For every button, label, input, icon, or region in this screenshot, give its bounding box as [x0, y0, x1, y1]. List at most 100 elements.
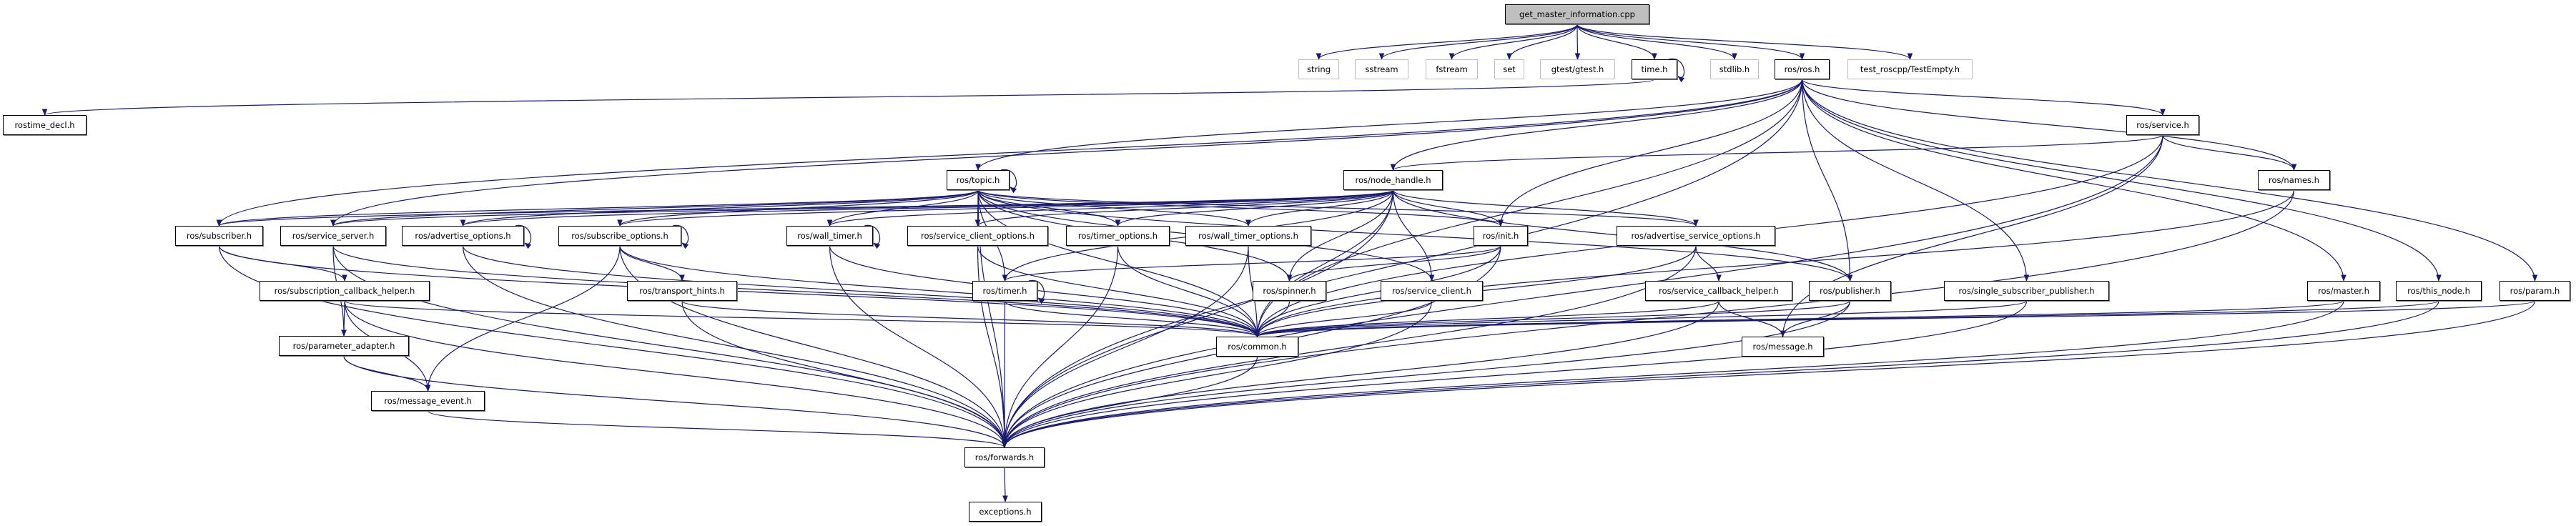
- node-ros-subscriber-h[interactable]: ros/subscriber.h: [175, 226, 263, 246]
- edge-ros-publisher-h-to-ros-forwards-h: [1002, 300, 1851, 448]
- node-stdlib-h[interactable]: stdlib.h: [1710, 59, 1759, 79]
- edge-ros-node-handle-h-to-ros-service-server-h: [330, 189, 1394, 227]
- edge-ros-node-handle-h-to-ros-common-h: [1254, 189, 1394, 337]
- node-test-roscpp-testempty-h[interactable]: test_roscpp/TestEmpty.h: [1847, 59, 1973, 79]
- node-ros-advertise-options-h[interactable]: ros/advertise_options.h: [402, 226, 524, 246]
- node-ros-service-h[interactable]: ros/service.h: [2126, 115, 2199, 135]
- edge-ros-node-handle-h-to-ros-spinner-h: [1286, 189, 1394, 282]
- edge-ros-service-client-h-to-ros-forwards-h: [1002, 300, 1433, 448]
- node-sstream[interactable]: sstream: [1355, 59, 1408, 79]
- edge-ros-init-h-to-ros-spinner-h: [1286, 245, 1501, 282]
- edge-ros-topic-h-to-ros-wall-timer-h: [826, 189, 979, 227]
- node-ros-message-event-h[interactable]: ros/message_event.h: [371, 391, 485, 411]
- edge-get-master-information-cpp-to-gtest-gtest-h: [1574, 24, 1581, 60]
- node-ros-subscription-callback-helper-h[interactable]: ros/subscription_callback_helper.h: [260, 281, 430, 301]
- node-ros-single-subscriber-publisher-h[interactable]: ros/single_subscriber_publisher.h: [1944, 281, 2109, 301]
- node-ros-service-server-h[interactable]: ros/service_server.h: [280, 226, 386, 246]
- edge-ros-wall-timer-h-to-ros-forwards-h: [829, 245, 1007, 448]
- node-ros-node-handle-h[interactable]: ros/node_handle.h: [1343, 170, 1443, 190]
- node-ros-forwards-h[interactable]: ros/forwards.h: [964, 447, 1045, 467]
- edge-ros-subscribe-options-h-to-ros-subscribe-options-h: [672, 224, 689, 249]
- edge-ros-advertise-options-h-to-ros-forwards-h: [462, 245, 1007, 448]
- edge-ros-service-client-options-h-to-ros-forwards-h: [977, 245, 1007, 448]
- node-ros-param-h[interactable]: ros/param.h: [2499, 281, 2570, 301]
- edge-ros-message-event-h-to-ros-forwards-h: [427, 410, 1007, 448]
- edge-ros-service-h-to-ros-forwards-h: [1002, 134, 2163, 448]
- node-ros-subscribe-options-h[interactable]: ros/subscribe_options.h: [558, 226, 681, 246]
- edge-ros-ros-h-to-ros-publisher-h: [1801, 79, 1853, 282]
- edge-time-h-to-time-h: [1668, 58, 1685, 83]
- edge-ros-topic-h-to-ros-advertise-options-h: [460, 189, 979, 227]
- edge-get-master-information-cpp-to-sstream: [1378, 24, 1578, 60]
- node-ros-transport-hints-h[interactable]: ros/transport_hints.h: [627, 281, 737, 301]
- node-ros-common-h[interactable]: ros/common.h: [1216, 337, 1298, 357]
- edge-get-master-information-cpp-to-stdlib-h: [1576, 24, 1737, 60]
- node-ros-parameter-adapter-h[interactable]: ros/parameter_adapter.h: [279, 336, 409, 356]
- edge-ros-service-client-h-to-ros-common-h: [1254, 300, 1433, 337]
- node-ros-wall-timer-options-h[interactable]: ros/wall_timer_options.h: [1185, 226, 1311, 246]
- edge-ros-service-h-to-ros-names-h: [2162, 134, 2297, 171]
- edge-ros-service-h-to-ros-message-h: [1780, 134, 2163, 337]
- edge-time-h-to-rostime-decl-h: [42, 79, 1655, 116]
- edge-ros-topic-h-to-ros-common-h: [977, 189, 1260, 337]
- edge-ros-node-handle-h-to-ros-advertise-service-options-h: [1392, 189, 1699, 227]
- node-ros-service-client-options-h[interactable]: ros/service_client_options.h: [907, 226, 1048, 246]
- edge-ros-parameter-adapter-h-to-ros-message-event-h: [343, 355, 431, 392]
- node-ros-spinner-h[interactable]: ros/spinner.h: [1253, 281, 1326, 301]
- node-ros-service-callback-helper-h[interactable]: ros/service_callback_helper.h: [1645, 281, 1792, 301]
- node-ros-advertise-service-options-h[interactable]: ros/advertise_service_options.h: [1617, 226, 1775, 246]
- node-ros-topic-h[interactable]: ros/topic.h: [947, 170, 1010, 190]
- edge-ros-ros-h-to-ros-node-handle-h: [1390, 79, 1803, 171]
- node-ros-this-node-h[interactable]: ros/this_node.h: [2396, 281, 2482, 301]
- edge-ros-topic-h-to-ros-topic-h: [1000, 169, 1017, 194]
- edge-ros-timer-options-h-to-ros-common-h: [1117, 245, 1260, 337]
- edge-ros-advertise-options-h-to-ros-common-h: [462, 245, 1260, 337]
- node-ros-publisher-h[interactable]: ros/publisher.h: [1809, 281, 1891, 301]
- node-fstream[interactable]: fstream: [1426, 59, 1478, 79]
- node-string[interactable]: string: [1298, 59, 1339, 79]
- edge-ros-subscribe-options-h-to-ros-transport-hints-h: [619, 245, 685, 282]
- edge-ros-ros-h-to-ros-service-h: [1801, 79, 2166, 116]
- node-ros-timer-options-h[interactable]: ros/timer_options.h: [1066, 226, 1170, 246]
- edge-get-master-information-cpp-to-fstream: [1449, 24, 1578, 60]
- edge-ros-this-node-h-to-ros-forwards-h: [1002, 300, 2439, 448]
- node-exceptions-h[interactable]: exceptions.h: [969, 502, 1042, 522]
- edge-ros-subscription-callback-helper-h-to-ros-forwards-h: [344, 300, 1007, 448]
- edge-ros-node-handle-h-to-ros-timer-options-h: [1115, 189, 1394, 227]
- node-ros-wall-timer-h[interactable]: ros/wall_timer.h: [786, 226, 873, 246]
- node-set[interactable]: set: [1494, 59, 1524, 79]
- edge-ros-ros-h-to-ros-topic-h: [975, 79, 1803, 171]
- node-ros-timer-h[interactable]: ros/timer.h: [972, 281, 1037, 301]
- edge-ros-parameter-adapter-h-to-ros-forwards-h: [343, 355, 1007, 448]
- edge-ros-topic-h-to-ros-subscriber-h: [217, 189, 979, 227]
- edge-ros-ros-h-to-ros-single-subscriber-publisher-h: [1801, 79, 2030, 282]
- edge-ros-service-callback-helper-h-to-ros-common-h: [1254, 300, 1719, 337]
- node-ros-master-h[interactable]: ros/master.h: [2307, 281, 2380, 301]
- node-ros-message-h[interactable]: ros/message.h: [1742, 337, 1824, 357]
- node-ros-names-h[interactable]: ros/names.h: [2258, 170, 2330, 190]
- node-get-master-information-cpp[interactable]: get_master_information.cpp: [1505, 4, 1649, 24]
- edge-ros-names-h-to-ros-common-h: [1254, 189, 2295, 337]
- node-ros-init-h[interactable]: ros/init.h: [1474, 226, 1528, 246]
- edge-ros-ros-h-to-ros-names-h: [1801, 79, 2297, 171]
- edge-ros-topic-h-to-ros-init-h: [977, 189, 1504, 227]
- edge-ros-topic-h-to-ros-service-server-h: [330, 189, 979, 227]
- edge-ros-ros-h-to-ros-this-node-h: [1801, 79, 2442, 282]
- node-time-h[interactable]: time.h: [1632, 59, 1677, 79]
- edge-ros-subscribe-options-h-to-ros-common-h: [619, 245, 1260, 337]
- node-gtest-gtest-h[interactable]: gtest/gtest.h: [1540, 59, 1615, 79]
- edge-ros-topic-h-to-ros-advertise-service-options-h: [977, 189, 1699, 227]
- node-ros-service-client-h[interactable]: ros/service_client.h: [1381, 281, 1483, 301]
- edge-ros-ros-h-to-ros-init-h: [1498, 79, 1803, 227]
- edge-ros-node-handle-h-to-ros-advertise-options-h: [460, 189, 1394, 227]
- edge-ros-node-handle-h-to-ros-init-h: [1392, 189, 1504, 227]
- node-ros-ros-h[interactable]: ros/ros.h: [1775, 59, 1830, 79]
- edge-ros-ros-h-to-ros-param-h: [1801, 79, 2538, 282]
- edge-ros-publisher-h-to-ros-common-h: [1254, 300, 1851, 337]
- node-rostime-decl-h[interactable]: rostime_decl.h: [3, 115, 87, 135]
- edge-get-master-information-cpp-to-ros-ros-h: [1576, 24, 1805, 60]
- edge-ros-init-h-to-ros-timer-h: [1002, 245, 1501, 282]
- edge-ros-init-h-to-ros-common-h: [1254, 245, 1501, 337]
- edge-ros-subscriber-h-to-ros-common-h: [218, 245, 1260, 337]
